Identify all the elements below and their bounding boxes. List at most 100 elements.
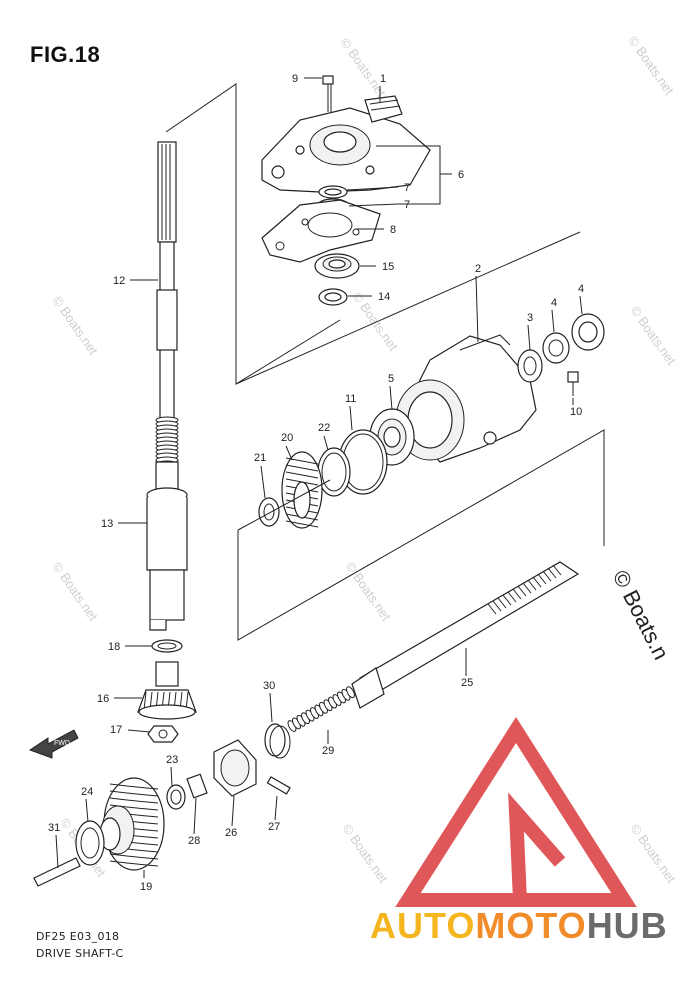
propeller-shaft-housing-drawing [395, 334, 537, 463]
part-label-p13: 13 [101, 518, 113, 530]
watermark-small-6: © Boats.net [343, 559, 395, 624]
figure-title: FIG.18 [30, 42, 101, 67]
leader-p7a [346, 186, 399, 191]
watermark-small-0: © Boats.net [338, 35, 390, 100]
watermark-small-8: © Boats.net [340, 821, 392, 886]
shim-22-drawing [317, 447, 351, 497]
part-label-p31: 31 [48, 822, 60, 834]
part-label-p4a: 4 [551, 297, 557, 309]
pump-case-drawing [261, 75, 431, 193]
forward-gear-19-drawing [99, 777, 165, 871]
part-label-p12: 12 [113, 275, 125, 287]
brand-wordmark: AUTOMOTOHUB [370, 905, 668, 947]
watermark-small-4: © Boats.net [628, 303, 680, 368]
part-label-p4b: 4 [578, 283, 584, 295]
part-label-p28: 28 [188, 835, 200, 847]
part-label-p18: 18 [108, 641, 120, 653]
push-rod-28-drawing [186, 773, 208, 799]
brand-part-moto: MOTO [475, 905, 587, 946]
leader-p11 [349, 405, 353, 431]
brand-part-auto: AUTO [370, 905, 476, 946]
watermark-small-5: © Boats.net [50, 559, 102, 624]
figure-name: DRIVE SHAFT-C [36, 947, 124, 960]
part-label-p7a: 7 [404, 182, 410, 194]
leader-p4b [579, 295, 583, 315]
part-label-p2: 2 [475, 263, 481, 275]
part-label-p26: 26 [225, 827, 237, 839]
assembly-bracket-lines [165, 83, 605, 641]
seal-4b-drawing [571, 313, 605, 351]
leader-p2 [475, 275, 479, 343]
thrust-washer-21-drawing [258, 497, 280, 527]
leader-lines [55, 77, 583, 878]
watermark-small-1: © Boats.net [626, 33, 678, 98]
part-label-p24: 24 [81, 786, 93, 798]
part-label-p23: 23 [166, 754, 178, 766]
pin-27-drawing [266, 776, 291, 795]
nut-17-drawing [147, 725, 179, 743]
brand-part-hub: HUB [586, 905, 668, 946]
leader-p24 [85, 798, 89, 823]
shim-23-drawing [166, 784, 186, 810]
spring-29-drawing [287, 686, 355, 732]
automotohub-logo-icon [395, 716, 637, 907]
drive-shaft-drawing [155, 141, 179, 491]
part-label-p15: 15 [382, 261, 394, 273]
part-label-p20: 20 [281, 432, 293, 444]
leader-p23 [170, 766, 173, 787]
leader-p4a [551, 309, 555, 333]
part-label-p22: 22 [318, 422, 330, 434]
fwd-label: FWD [54, 740, 70, 747]
part-label-p27: 27 [268, 821, 280, 833]
part-label-p30: 30 [263, 680, 275, 692]
leader-p22 [323, 435, 329, 451]
leader-p31 [55, 834, 59, 869]
leader-p21 [260, 465, 266, 499]
part-label-p17: 17 [110, 724, 122, 736]
leader-p17 [127, 729, 151, 733]
part-label-p3: 3 [527, 312, 533, 324]
leader-p26 [231, 795, 235, 827]
bolt-10-drawing [567, 371, 579, 396]
part-label-p14: 14 [378, 291, 390, 303]
part-label-p19: 19 [140, 881, 152, 893]
leader-p30 [269, 692, 273, 723]
e-ring-30-drawing [264, 723, 291, 759]
reverse-gear-20-drawing [281, 451, 323, 529]
leader-p28 [193, 797, 197, 835]
part-label-p11: 11 [345, 393, 356, 405]
drive-shaft-tube-drawing [146, 487, 188, 631]
part-label-p5: 5 [388, 373, 394, 385]
part-label-p10: 10 [570, 406, 582, 418]
watermark-small-2: © Boats.net [50, 293, 102, 358]
leader-p7b [348, 174, 441, 207]
leader-p6 [376, 145, 452, 175]
leader-p5 [389, 385, 393, 411]
pump-gasket-drawing [261, 199, 381, 263]
figure-code: DF25 E03_018 [36, 930, 120, 943]
propeller-shaft-25-drawing [351, 561, 580, 709]
part-label-p1: 1 [380, 73, 386, 85]
pinion-16-drawing [137, 661, 197, 720]
bearing-15-drawing [314, 253, 360, 279]
part-label-p21: 21 [254, 452, 266, 464]
clutch-26-drawing [213, 739, 257, 797]
bearing-3-drawing [517, 349, 543, 383]
part-label-p25: 25 [461, 677, 473, 689]
part-label-p7b: 7 [404, 199, 410, 211]
pin-31-drawing [33, 857, 81, 887]
leader-p27 [274, 795, 278, 821]
seal-4a-drawing [542, 332, 570, 364]
part-number-labels: 1234456778910111213141516171819202122232… [48, 73, 584, 893]
fwd-arrow-icon: FWD [28, 729, 79, 759]
watermark-small-9: © Boats.net [628, 821, 680, 886]
part-label-p6: 6 [458, 169, 464, 181]
part-label-p9: 9 [292, 73, 298, 85]
seal-14-drawing [318, 288, 348, 306]
shim-18-drawing [151, 639, 183, 653]
leader-p3 [527, 324, 531, 351]
watermark-small-3: © Boats.net [350, 289, 402, 354]
part-label-p16: 16 [97, 693, 109, 705]
part-label-p29: 29 [322, 745, 334, 757]
